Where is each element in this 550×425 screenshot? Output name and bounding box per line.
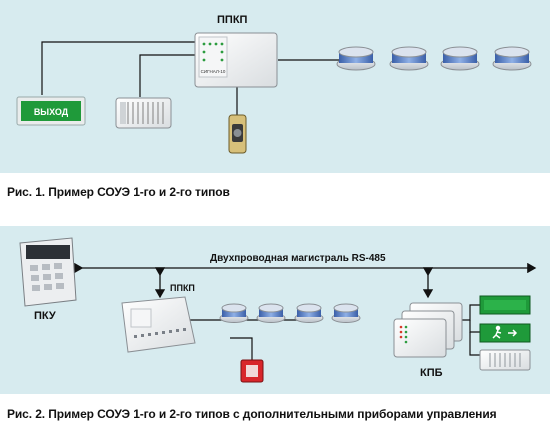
kpb-label: КПБ [420,367,443,379]
kpb-units [393,302,463,358]
red-call-point [240,359,264,383]
smoke-detectors-1 [336,46,532,71]
smoke-detector-icon [219,303,249,323]
running-man-sign [479,323,531,343]
figure-2-wires [190,304,480,360]
exit-sign-2 [479,295,531,315]
ppkp-model-text: СИГНАЛ-10 [201,69,226,74]
ppkp-box-2 [121,296,196,353]
smoke-detector-icon [389,46,429,71]
rs485-bus-label: Двухпроводная магистраль RS-485 [210,253,386,264]
figure-1-caption: Рис. 1. Пример СОУЭ 1-го и 2-го типов [7,185,230,199]
exit-sign-text: ВЫХОД [34,107,69,117]
loudspeaker [115,97,172,129]
smoke-detector-icon [440,46,480,71]
smoke-detector-icon [331,303,361,323]
pku-keypad [19,237,77,307]
loudspeaker-2 [479,349,531,371]
smoke-detectors-2 [219,303,361,323]
ppkp-box-1: СИГНАЛ-10 [194,32,278,88]
figure-2-caption: Рис. 2. Пример СОУЭ 1-го и 2-го типов с … [7,407,497,421]
ppkp-label-1: ППКП [217,14,248,26]
pku-label: ПКУ [34,310,56,322]
smoke-detector-icon [336,46,376,71]
figure-1-wires [41,41,345,115]
smoke-detector-icon [492,46,532,71]
smoke-detector-icon [294,303,324,323]
manual-call-point [228,114,247,154]
exit-sign: ВЫХОД [16,96,86,126]
smoke-detector-icon [256,303,286,323]
ppkp-label-2: ППКП [170,283,195,293]
